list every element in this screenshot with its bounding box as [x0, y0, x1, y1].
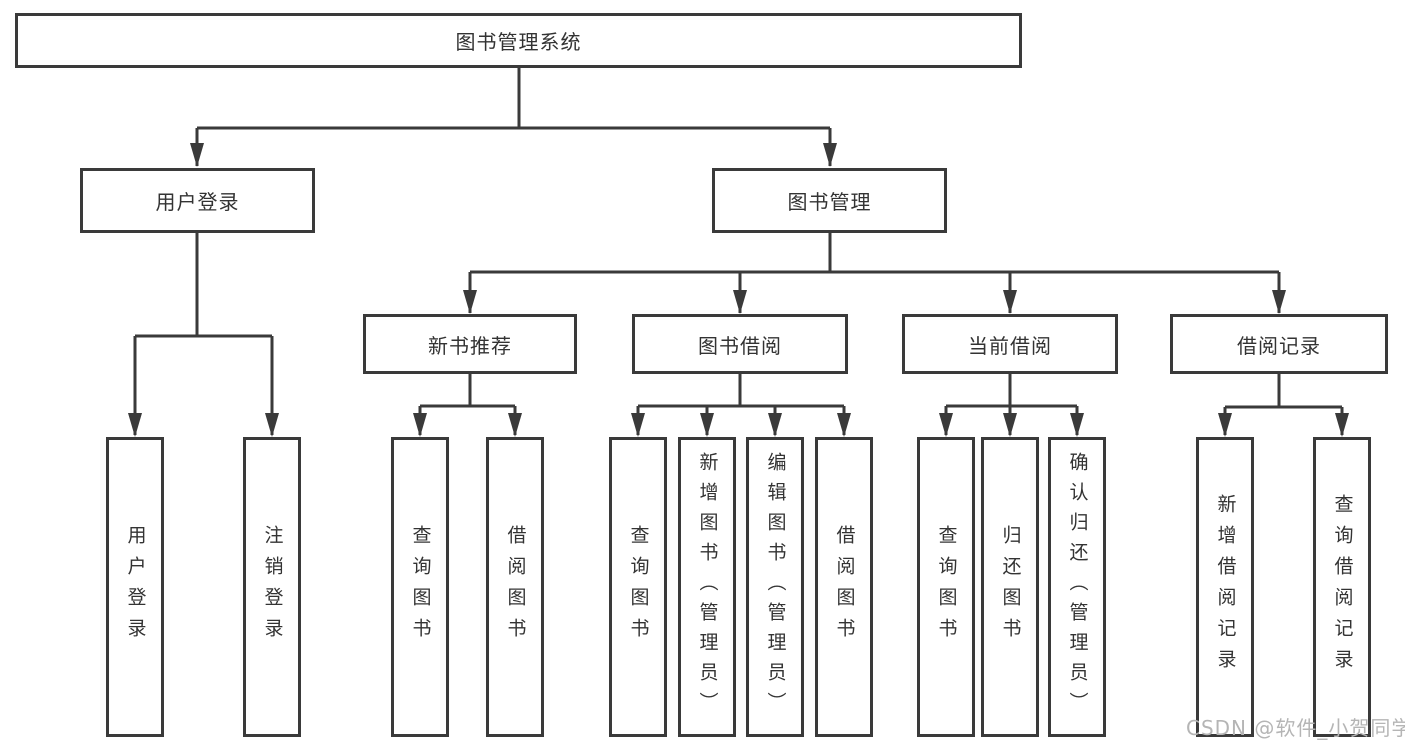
arrow-down-icon	[190, 143, 204, 167]
node-leaf-query-books-current: 查询图书	[917, 437, 975, 737]
node-root: 图书管理系统	[15, 13, 1022, 68]
node-leaf-query-books-recommend: 查询图书	[391, 437, 449, 737]
node-leaf-edit-books-admin: 编辑图书（管理员）	[746, 437, 804, 737]
node-leaf-borrow-books-recommend: 借阅图书	[486, 437, 544, 737]
node-leaf-add-books-admin-label: 新增图书（管理员）	[696, 452, 719, 722]
arrow-down-icon	[631, 413, 645, 437]
node-leaf-borrow-books-recommend-label: 借阅图书	[504, 525, 527, 649]
arrow-down-icon	[413, 413, 427, 437]
arrow-down-icon	[1003, 290, 1017, 314]
arrow-down-icon	[265, 413, 279, 437]
node-leaf-add-borrow-record-label: 新增借阅记录	[1214, 494, 1237, 680]
arrow-down-icon	[823, 143, 837, 167]
node-leaf-add-books-admin: 新增图书（管理员）	[678, 437, 736, 737]
node-root-label: 图书管理系统	[455, 30, 582, 54]
node-leaf-borrow-books-borrowing-label: 借阅图书	[833, 525, 856, 649]
node-leaf-user-login: 用户登录	[106, 437, 164, 737]
node-book-management-label: 图书管理	[787, 190, 872, 214]
node-user-login: 用户登录	[80, 168, 315, 233]
node-leaf-add-borrow-record: 新增借阅记录	[1196, 437, 1254, 737]
arrow-down-icon	[768, 413, 782, 437]
node-current-borrowing-label: 当前借阅	[968, 333, 1052, 358]
node-leaf-edit-books-admin-label: 编辑图书（管理员）	[764, 452, 787, 722]
node-book-management: 图书管理	[712, 168, 947, 233]
node-leaf-confirm-return-admin: 确认归还（管理员）	[1048, 437, 1106, 737]
connector-paths	[133, 68, 1344, 435]
node-new-book-recommend: 新书推荐	[363, 314, 577, 374]
node-leaf-query-books-current-label: 查询图书	[935, 525, 958, 649]
arrow-down-icon	[128, 413, 142, 437]
node-new-book-recommend-label: 新书推荐	[428, 333, 512, 358]
arrow-down-icon	[1335, 413, 1349, 437]
arrow-down-icon	[463, 290, 477, 314]
arrow-down-icon	[837, 413, 851, 437]
node-borrowing-records-label: 借阅记录	[1237, 333, 1321, 358]
arrow-down-icon	[700, 413, 714, 437]
arrow-down-icon	[1070, 413, 1084, 437]
arrow-down-icon	[939, 413, 953, 437]
arrow-down-icon	[733, 290, 747, 314]
node-leaf-logout-login-label: 注销登录	[261, 525, 284, 649]
arrow-down-icon	[508, 413, 522, 437]
node-leaf-borrow-books-borrowing: 借阅图书	[815, 437, 873, 737]
watermark: CSDN @软件_小贺同学	[1186, 716, 1405, 740]
node-leaf-user-login-label: 用户登录	[124, 525, 147, 649]
node-leaf-return-books-label: 归还图书	[999, 525, 1022, 649]
node-leaf-query-borrow-record-label: 查询借阅记录	[1331, 494, 1354, 680]
arrow-down-icon	[1003, 413, 1017, 437]
node-leaf-confirm-return-admin-label: 确认归还（管理员）	[1066, 452, 1089, 722]
node-leaf-logout-login: 注销登录	[243, 437, 301, 737]
node-current-borrowing: 当前借阅	[902, 314, 1118, 374]
node-book-borrowing-label: 图书借阅	[698, 333, 782, 358]
node-leaf-query-borrow-record: 查询借阅记录	[1313, 437, 1371, 737]
node-leaf-query-books-borrowing: 查询图书	[609, 437, 667, 737]
arrow-down-icon	[1272, 290, 1286, 314]
node-leaf-query-books-borrowing-label: 查询图书	[627, 525, 650, 649]
node-book-borrowing: 图书借阅	[632, 314, 848, 374]
node-leaf-return-books: 归还图书	[981, 437, 1039, 737]
node-leaf-query-books-recommend-label: 查询图书	[409, 525, 432, 649]
node-user-login-label: 用户登录	[155, 190, 240, 214]
arrow-down-icon	[1218, 413, 1232, 437]
node-borrowing-records: 借阅记录	[1170, 314, 1388, 374]
